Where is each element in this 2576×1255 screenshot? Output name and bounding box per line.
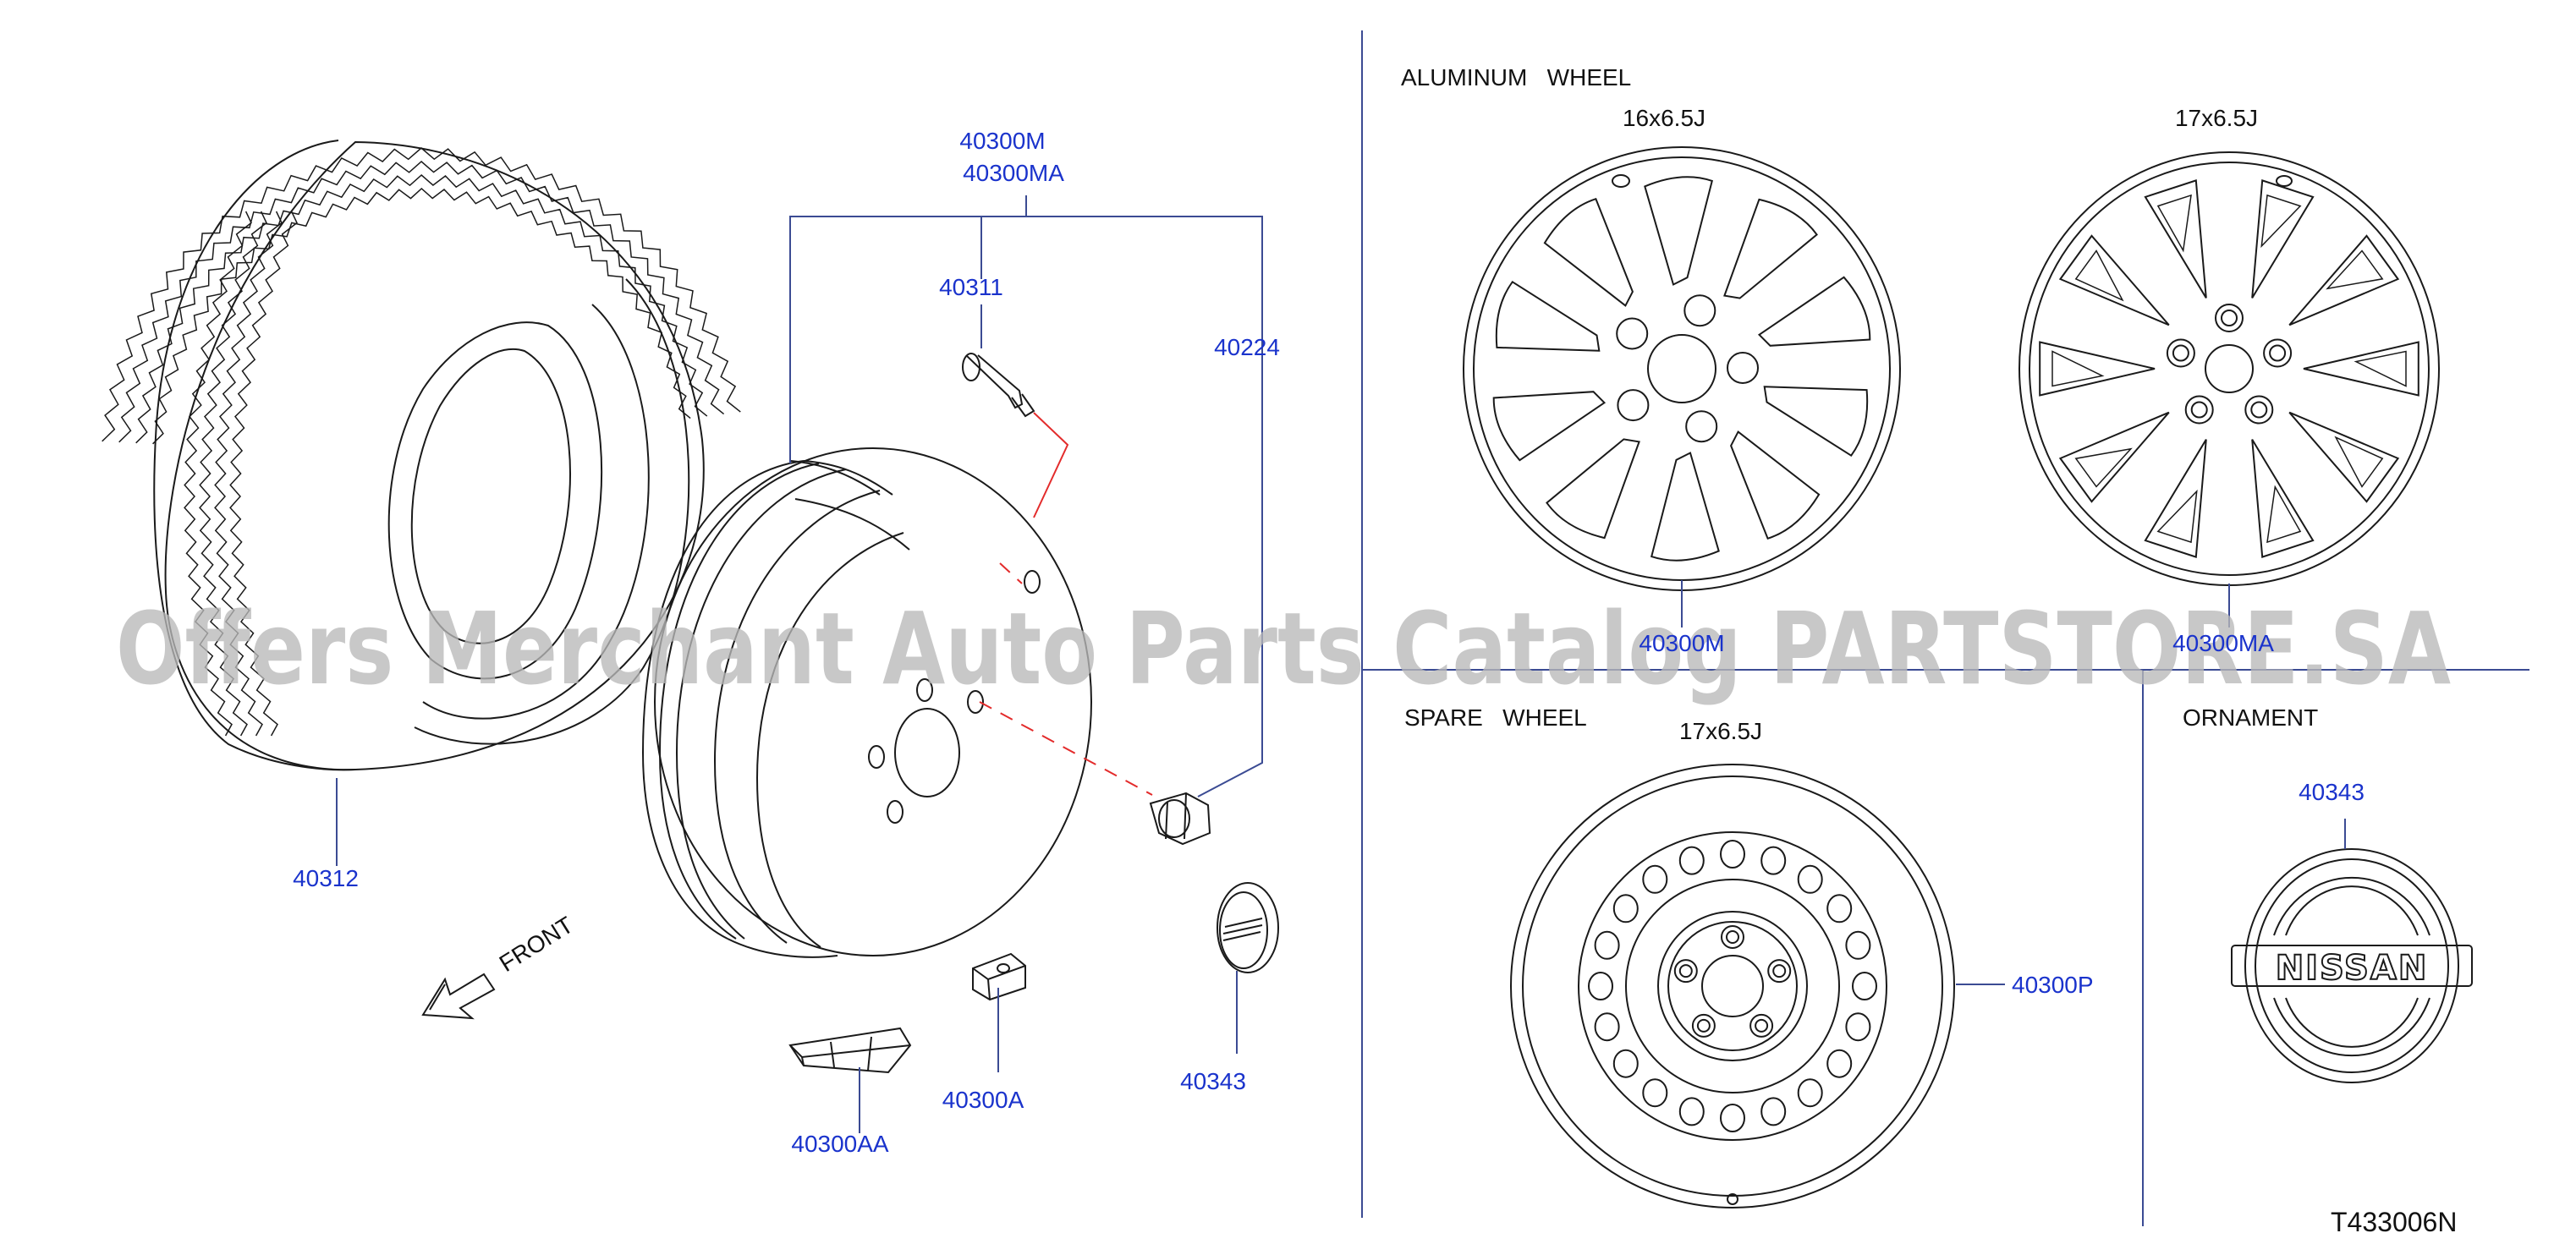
diagram-code: T433006N <box>2331 1207 2457 1237</box>
part-number-40300ma-wheel17[interactable]: 40300MA <box>2172 630 2274 656</box>
section-dividers <box>1361 30 2529 1226</box>
part-number-40311[interactable]: 40311 <box>939 274 1003 300</box>
part-number-40300ma[interactable]: 40300MA <box>963 160 1064 186</box>
part-number-40300m-wheel16[interactable]: 40300M <box>1639 630 1724 656</box>
ornament-title: ORNAMENT <box>2183 704 2318 731</box>
aluminum-wheel-title: ALUMINUM WHEEL <box>1401 64 1631 90</box>
front-direction-arrow <box>421 973 496 1020</box>
wheel-callout-lines <box>1681 580 2230 985</box>
rim-illustration <box>641 447 1092 958</box>
balance-weight-aa-illustration <box>788 1027 912 1074</box>
spare-wheel-title: SPARE WHEEL <box>1404 704 1587 731</box>
aluminum-wheel-16-illustration <box>1463 146 1901 591</box>
aluminum-wheel-17-size: 17x6.5J <box>2175 105 2258 131</box>
watermark-text: Offers Merchant Auto Parts Catalog PARTS… <box>116 590 2451 707</box>
part-number-40300m[interactable]: 40300M <box>959 128 1045 154</box>
assembly-callout-lines <box>336 195 1263 1133</box>
aluminum-wheel-17-illustration <box>2019 151 2440 586</box>
spare-wheel-illustration <box>1510 764 1955 1208</box>
spare-wheel-size: 17x6.5J <box>1679 718 1762 744</box>
part-number-40224[interactable]: 40224 <box>1214 334 1280 360</box>
aluminum-wheel-16-size: 16x6.5J <box>1623 105 1705 131</box>
part-number-40312[interactable]: 40312 <box>293 865 359 891</box>
nissan-logo-text: NISSAN <box>2276 949 2429 988</box>
valve-stem-illustration <box>962 353 1035 418</box>
part-number-40300aa[interactable]: 40300AA <box>791 1131 889 1157</box>
center-cap-illustration <box>1217 882 1279 973</box>
lug-nut-illustration <box>1149 792 1211 846</box>
part-number-40300a[interactable]: 40300A <box>942 1087 1024 1113</box>
part-number-40343[interactable]: 40343 <box>1180 1068 1246 1094</box>
ornament-illustration: NISSAN <box>2231 848 2473 1083</box>
front-label: FRONT <box>495 912 578 977</box>
part-number-40343-ornament[interactable]: 40343 <box>2299 779 2365 805</box>
balance-weight-a-illustration <box>972 952 1026 1001</box>
part-number-40300p[interactable]: 40300P <box>2012 972 2094 998</box>
